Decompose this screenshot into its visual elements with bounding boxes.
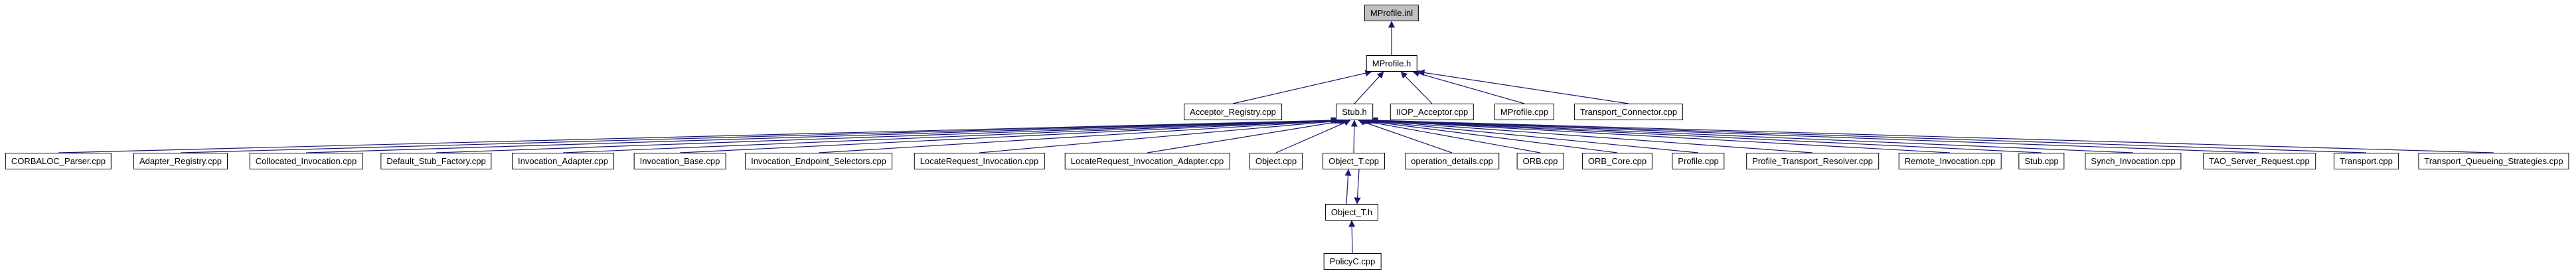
graph-node-operation_details.cpp[interactable]: operation_details.cpp: [1405, 153, 1499, 169]
graph-node-Synch_Invocation.cpp[interactable]: Synch_Invocation.cpp: [2085, 153, 2182, 169]
include-edge-Transport.cpp-to-Stub.h: [1370, 117, 2367, 153]
include-edge-Invocation_Adapter.cpp-to-Stub.h: [562, 117, 1343, 153]
include-edge-Profile.cpp-to-Stub.h: [1362, 117, 1699, 153]
graph-node-ORB_Core.cpp[interactable]: ORB_Core.cpp: [1581, 153, 1653, 169]
graph-node-Object_T.cpp[interactable]: Object_T.cpp: [1323, 153, 1385, 169]
graph-node-Default_Stub_Factory.cpp[interactable]: Default_Stub_Factory.cpp: [380, 153, 492, 169]
include-edge-operation_details.cpp-to-Stub.h: [1358, 119, 1453, 153]
include-edge-Object_T.cpp-to-Object_T.h: [1354, 169, 1361, 205]
include-edge-Object_T.h-to-Object_T.cpp: [1344, 169, 1352, 205]
graph-node-Invocation_Adapter.cpp[interactable]: Invocation_Adapter.cpp: [512, 153, 614, 169]
graph-node-Acceptor_Registry.cpp[interactable]: Acceptor_Registry.cpp: [1184, 104, 1282, 120]
graph-node-TAO_Server_Request.cpp[interactable]: TAO_Server_Request.cpp: [2203, 153, 2316, 169]
graph-node-Object_T.h[interactable]: Object_T.h: [1325, 204, 1379, 221]
include-edge-MProfile.cpp-to-MProfile.h: [1412, 70, 1525, 104]
graph-node-Transport_Queueing_Strategies.cpp[interactable]: Transport_Queueing_Strategies.cpp: [2418, 153, 2569, 169]
include-edge-IIOP_Acceptor.cpp-to-MProfile.h: [1400, 71, 1433, 104]
graph-node-Invocation_Endpoint_Selectors.cpp[interactable]: Invocation_Endpoint_Selectors.cpp: [745, 153, 892, 169]
include-edge-Collocated_Invocation.cpp-to-Stub.h: [305, 117, 1340, 153]
include-edge-LocateRequest_Invocation_Adapter.cpp-to-Stub.h: [1147, 118, 1348, 153]
include-edge-Transport_Connector.cpp-to-MProfile.h: [1417, 69, 1629, 104]
graph-node-Object.cpp[interactable]: Object.cpp: [1249, 153, 1303, 169]
include-edge-LocateRequest_Invocation.cpp-to-Stub.h: [979, 117, 1347, 153]
include-edge-Invocation_Endpoint_Selectors.cpp-to-Stub.h: [818, 117, 1346, 153]
include-edge-Default_Stub_Factory.cpp-to-Stub.h: [436, 117, 1342, 153]
graph-node-Collocated_Invocation.cpp[interactable]: Collocated_Invocation.cpp: [249, 153, 363, 169]
include-edge-Transport_Queueing_Strategies.cpp-to-Stub.h: [1371, 117, 2494, 153]
include-edge-Stub.cpp-to-Stub.h: [1366, 117, 2042, 153]
graph-node-CORBALOC_Parser.cpp[interactable]: CORBALOC_Parser.cpp: [5, 153, 112, 169]
graph-node-Invocation_Base.cpp[interactable]: Invocation_Base.cpp: [633, 153, 726, 169]
graph-node-MProfile.h[interactable]: MProfile.h: [1366, 55, 1417, 72]
graph-node-IIOP_Acceptor.cpp[interactable]: IIOP_Acceptor.cpp: [1390, 104, 1475, 120]
graph-node-ORB.cpp[interactable]: ORB.cpp: [1516, 153, 1564, 169]
graph-node-Transport.cpp[interactable]: Transport.cpp: [2334, 153, 2399, 169]
graph-node-Stub.cpp[interactable]: Stub.cpp: [2018, 153, 2065, 169]
include-edge-Acceptor_Registry.cpp-to-MProfile.h: [1232, 70, 1372, 104]
include-edge-Profile_Transport_Resolver.cpp-to-Stub.h: [1363, 117, 1813, 153]
graph-node-Stub.h[interactable]: Stub.h: [1336, 104, 1373, 120]
include-edge-Stub.h-to-MProfile.h: [1354, 71, 1384, 104]
include-edge-Invocation_Base.cpp-to-Stub.h: [679, 117, 1344, 153]
graph-node-Transport_Connector.cpp[interactable]: Transport_Connector.cpp: [1573, 104, 1684, 120]
include-edge-Adapter_Registry.cpp-to-Stub.h: [180, 117, 1339, 153]
graph-node-MProfile.cpp[interactable]: MProfile.cpp: [1494, 104, 1555, 120]
include-edge-Object.cpp-to-Stub.h: [1275, 120, 1351, 153]
graph-node-Profile_Transport_Resolver.cpp[interactable]: Profile_Transport_Resolver.cpp: [1746, 153, 1879, 169]
graph-node-LocateRequest_Invocation_Adapter.cpp[interactable]: LocateRequest_Invocation_Adapter.cpp: [1064, 153, 1230, 169]
graph-node-Remote_Invocation.cpp[interactable]: Remote_Invocation.cpp: [1898, 153, 2002, 169]
include-edge-Synch_Invocation.cpp-to-Stub.h: [1367, 117, 2134, 153]
graph-node-MProfile.inl: MProfile.inl: [1364, 5, 1419, 21]
graph-node-LocateRequest_Invocation.cpp[interactable]: LocateRequest_Invocation.cpp: [914, 153, 1045, 169]
include-edge-ORB_Core.cpp-to-Stub.h: [1360, 118, 1618, 153]
graph-node-Profile.cpp[interactable]: Profile.cpp: [1672, 153, 1725, 169]
include-edge-CORBALOC_Parser.cpp-to-Stub.h: [58, 117, 1338, 153]
include-edge-TAO_Server_Request.cpp-to-Stub.h: [1368, 117, 2260, 153]
graph-node-Adapter_Registry.cpp[interactable]: Adapter_Registry.cpp: [133, 153, 228, 169]
graph-node-PolicyC.cpp[interactable]: PolicyC.cpp: [1323, 253, 1382, 270]
include-edge-ORB.cpp-to-Stub.h: [1359, 118, 1541, 153]
include-edge-Remote_Invocation.cpp-to-Stub.h: [1364, 117, 1951, 153]
